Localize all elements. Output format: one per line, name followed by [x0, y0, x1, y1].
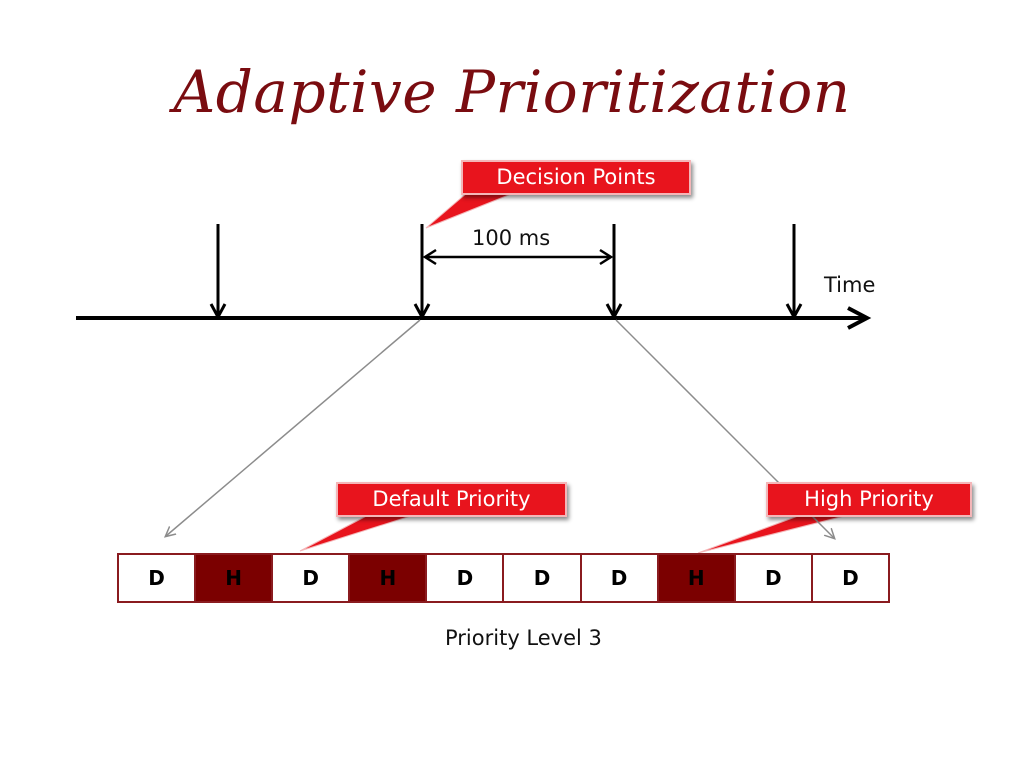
- zoom-line-left: [166, 319, 421, 536]
- queue-slot: D: [427, 555, 505, 601]
- queue-slot: D: [581, 555, 659, 601]
- decision-points-callout: Decision Points: [461, 160, 691, 195]
- high-callout-pointer: [697, 512, 857, 554]
- queue-slot: D: [735, 555, 813, 601]
- high-priority-callout: High Priority: [766, 482, 972, 517]
- decision-callout-pointer: [425, 191, 517, 229]
- slide-title: Adaptive Prioritization: [173, 58, 851, 126]
- queue-slot: D: [273, 555, 351, 601]
- decision-points-label: Decision Points: [496, 165, 656, 189]
- high-priority-label: High Priority: [804, 487, 934, 511]
- queue-slot: D: [119, 555, 197, 601]
- queue-slot: D: [812, 555, 888, 601]
- default-priority-callout: Default Priority: [336, 482, 567, 517]
- time-axis-arrowhead: [847, 306, 872, 330]
- default-callout-pointer: [299, 512, 421, 552]
- queue-slot: H: [658, 555, 736, 601]
- time-axis-label: Time: [824, 273, 876, 297]
- queue-caption: Priority Level 3: [445, 626, 602, 650]
- queue-slot: H: [350, 555, 428, 601]
- interval-label: 100 ms: [472, 226, 551, 250]
- queue-slot: D: [504, 555, 582, 601]
- queue-slot: H: [196, 555, 274, 601]
- default-priority-label: Default Priority: [372, 487, 531, 511]
